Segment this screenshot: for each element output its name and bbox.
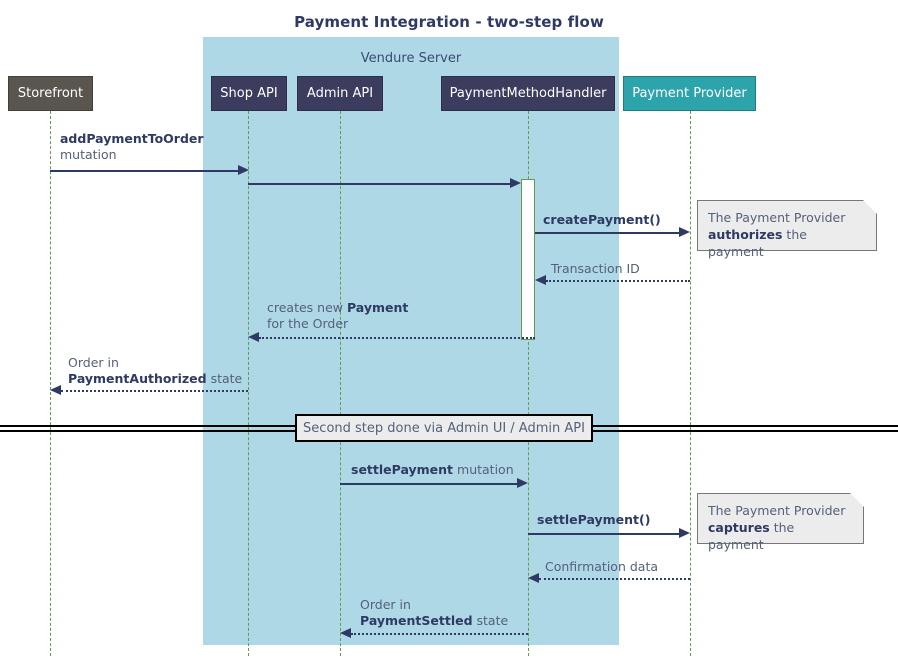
lifeline-storefront [50,111,51,656]
message-label-confirmation-data: Confirmation data [545,559,659,574]
participant-label-shop-api: Shop API [220,86,278,101]
message-label-transaction-id: Transaction ID [551,261,640,276]
divider-label-box: Second step done via Admin UI / Admin AP… [295,414,593,442]
arrow-head-order-payment-settled [340,628,351,638]
activation-bar-payment-method-handler [521,179,535,340]
lifeline-admin-api [340,111,341,656]
participant-payment-method-handler[interactable]: PaymentMethodHandler [441,76,615,111]
message-arrow-shop-api-to-handler [248,183,511,185]
message-arrow-add-payment-to-order [50,170,239,172]
group-box-vendure-server [203,37,619,645]
message-arrow-transaction-id [546,280,690,282]
arrow-head-transaction-id [535,275,546,285]
message-arrow-creates-new-payment [259,337,535,339]
lifeline-shop-api [248,111,249,656]
divider-label: Second step done via Admin UI / Admin AP… [303,420,585,436]
message-label-settle-payment-mutation: settlePayment mutation [351,462,514,477]
note-fold-icon [863,200,877,214]
message-arrow-settle-payment-call [528,533,679,535]
arrow-head-settle-payment-call [679,528,690,538]
message-arrow-order-payment-settled [351,633,528,635]
arrow-head-order-payment-authorized [50,385,61,395]
arrow-head-add-payment-to-order [238,165,249,175]
lifeline-payment-provider [690,111,691,656]
arrow-head-create-payment [679,227,690,237]
message-arrow-confirmation-data [539,578,690,580]
message-arrow-order-payment-authorized [61,390,248,392]
participant-shop-api[interactable]: Shop API [211,76,287,111]
diagram-title: Payment Integration - two-step flow [294,13,604,31]
participant-label-storefront: Storefront [17,86,84,101]
participant-label-admin-api: Admin API [306,86,374,101]
arrow-head-settle-payment-mutation [517,478,528,488]
group-label-vendure-server: Vendure Server [360,51,462,66]
participant-payment-provider[interactable]: Payment Provider [623,76,756,111]
arrow-head-creates-new-payment [248,332,259,342]
arrow-head-confirmation-data [528,573,539,583]
message-label-create-payment: createPayment() [543,212,661,227]
participant-label-payment-method-handler: PaymentMethodHandler [449,86,607,101]
participant-storefront[interactable]: Storefront [8,76,93,111]
participant-admin-api[interactable]: Admin API [297,76,383,111]
lifeline-payment-method-handler [528,111,529,656]
arrow-head-shop-api-to-handler [510,178,521,188]
participant-label-payment-provider: Payment Provider [632,86,747,101]
message-arrow-settle-payment-mutation [340,483,517,485]
note-fold-icon-2 [850,493,864,507]
message-label-settle-payment-call: settlePayment() [537,512,651,527]
message-arrow-create-payment [535,232,679,234]
